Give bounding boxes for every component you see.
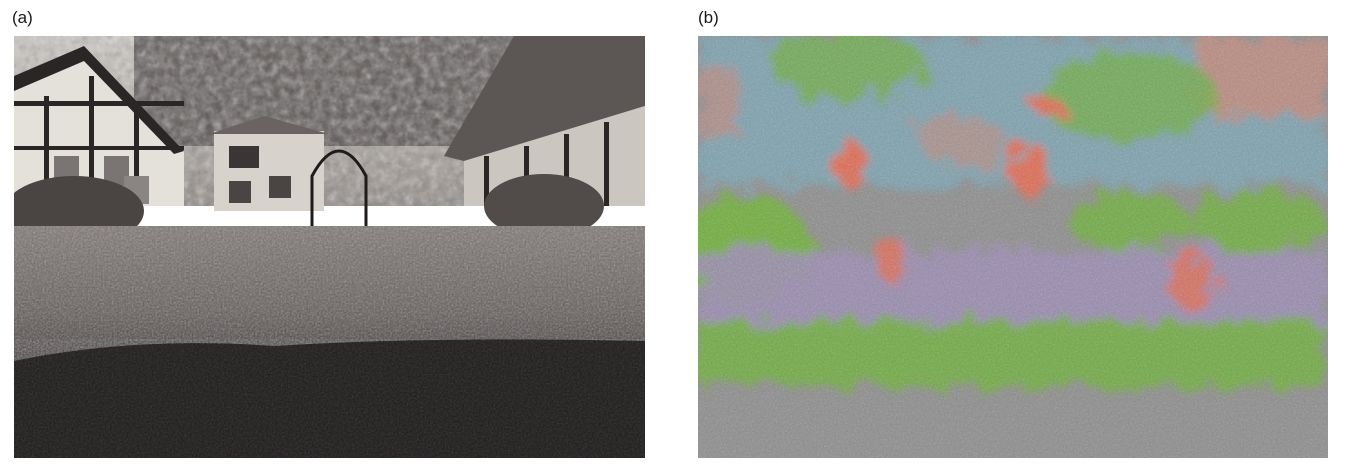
trellis-arch	[310, 149, 368, 241]
garden-photo-drawing	[14, 36, 645, 458]
middle-house	[209, 116, 329, 211]
color-map-drawing	[698, 36, 1328, 458]
panel-label-a: (a)	[12, 8, 33, 27]
garden-photo	[14, 36, 645, 458]
right-bush	[484, 174, 604, 238]
panel-label-b: (b)	[698, 8, 719, 27]
color-map	[698, 36, 1328, 458]
